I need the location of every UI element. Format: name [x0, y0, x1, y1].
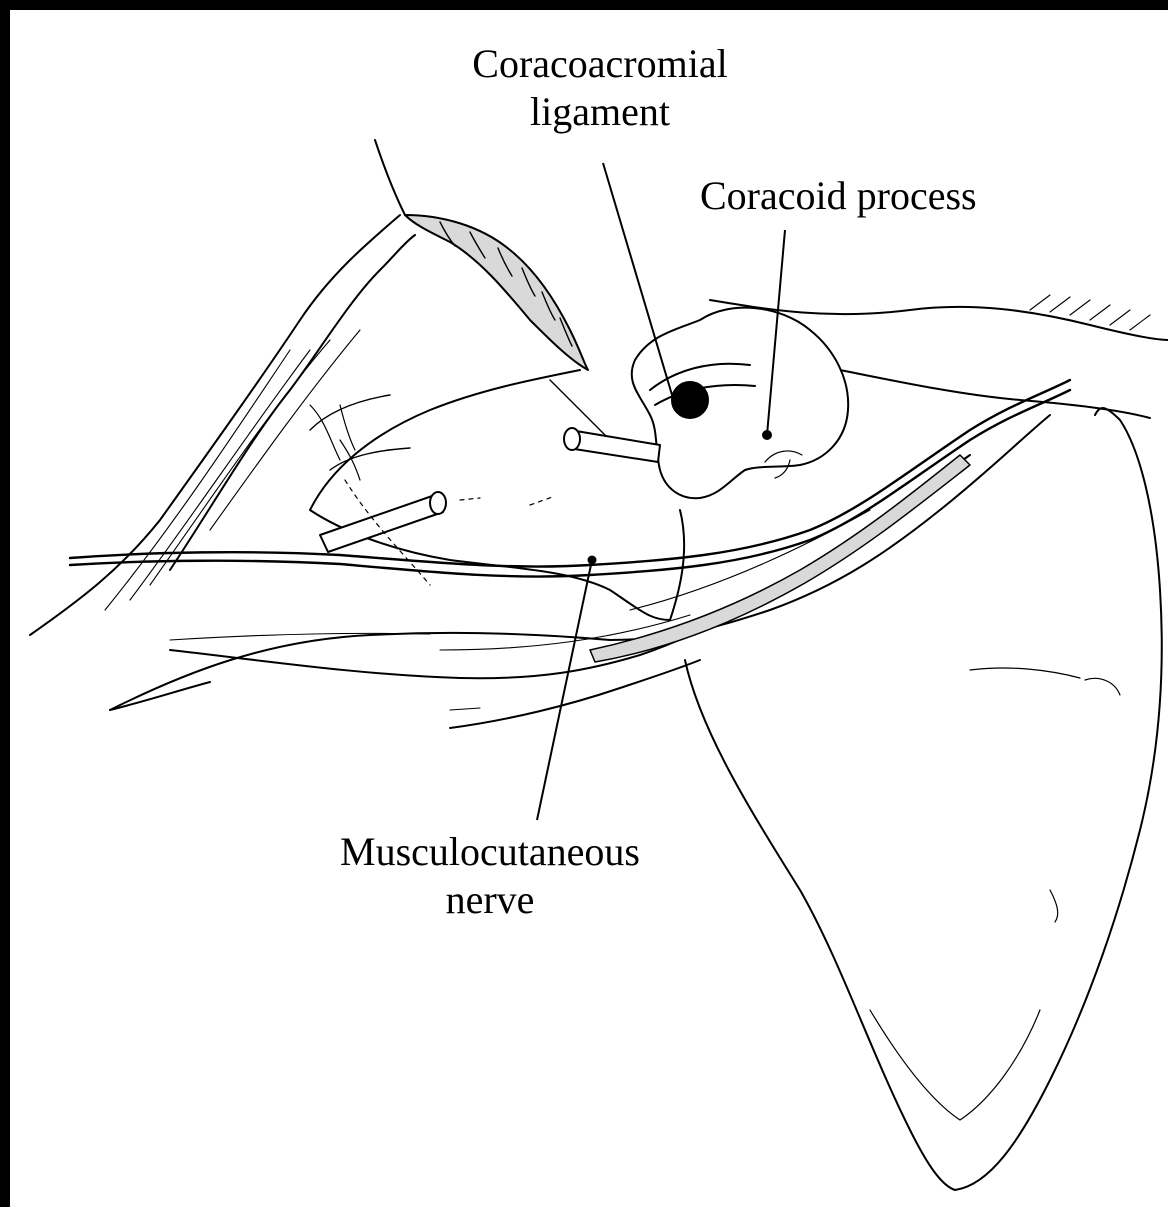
label-musculocutaneous-nerve-line2: nerve: [300, 876, 680, 924]
label-coracoid-process: Coracoid process: [700, 172, 1040, 220]
label-coracoacromial-ligament: Coracoacromial ligament: [410, 40, 790, 136]
leader-dot-nerve: [589, 557, 596, 564]
label-coracoacromial-ligament-line1: Coracoacromial: [410, 40, 790, 88]
label-musculocutaneous-nerve: Musculocutaneous nerve: [300, 828, 680, 924]
leader-line-coracoacromial-ligament: [603, 163, 675, 405]
label-musculocutaneous-nerve-line1: Musculocutaneous: [300, 828, 680, 876]
leader-line-musculocutaneous-nerve: [537, 560, 592, 820]
label-coracoacromial-ligament-line2: ligament: [410, 88, 790, 136]
illustration-canvas: Coracoacromial ligament Coracoid process…: [10, 10, 1168, 1207]
leader-line-coracoid-process: [767, 230, 785, 435]
